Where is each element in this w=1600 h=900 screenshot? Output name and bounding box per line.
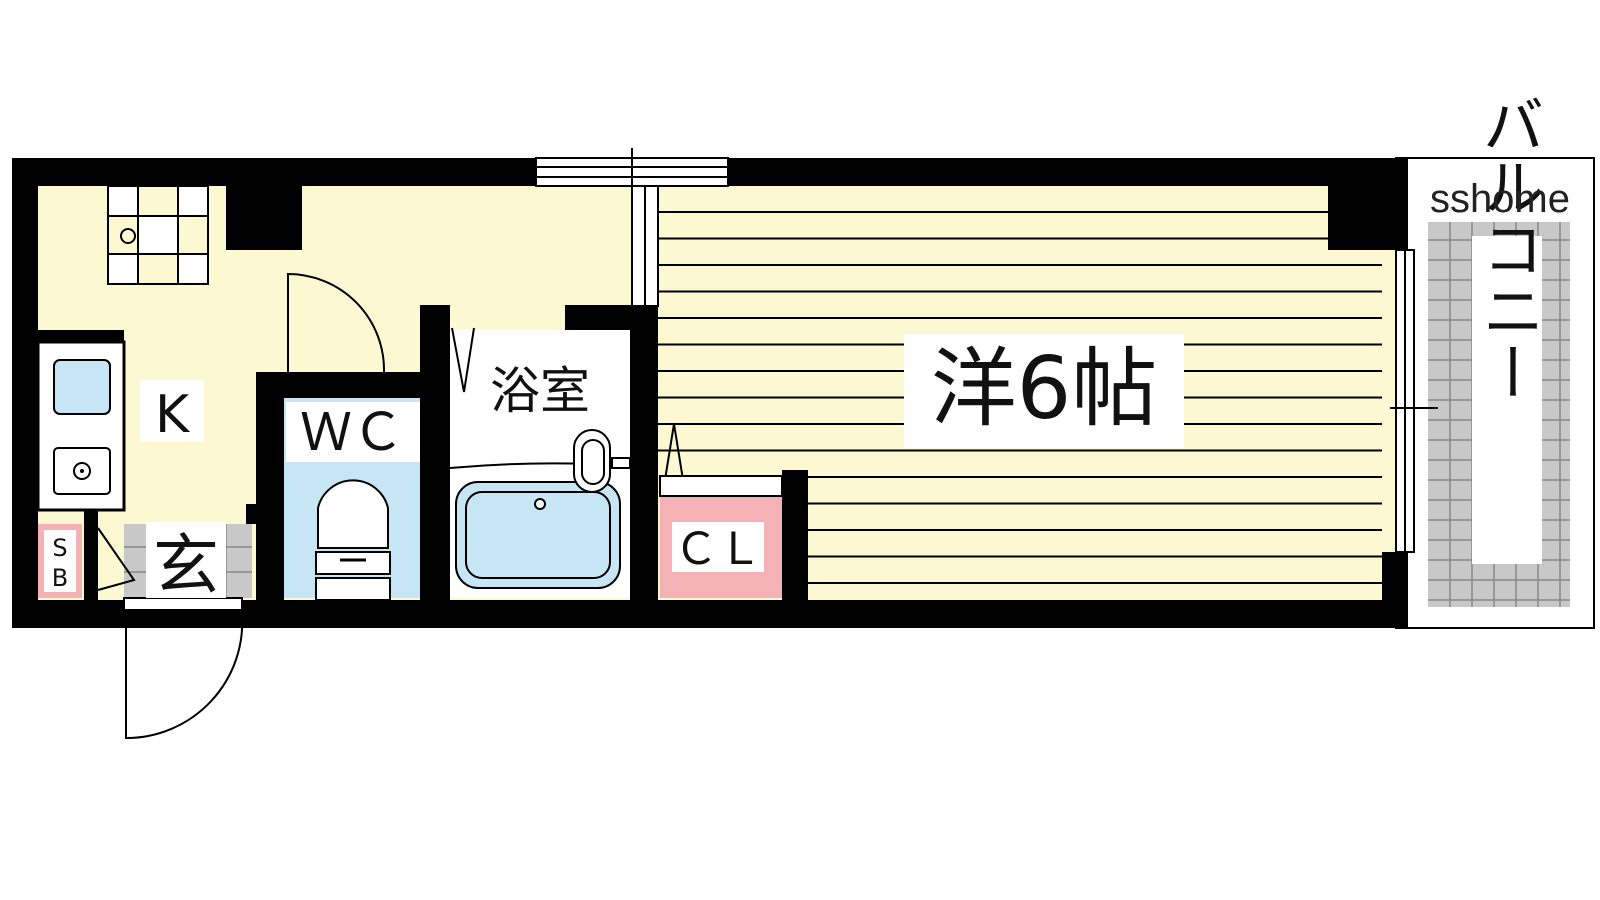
bathroom-door — [451, 327, 475, 393]
kitchen-label: K — [155, 385, 191, 445]
shoe-box-label-bg — [44, 530, 76, 592]
sliding-partition — [631, 185, 659, 307]
closet-label-bg — [672, 522, 764, 572]
toilet-icon — [315, 479, 391, 601]
appliance-icon — [107, 185, 209, 285]
balcony-area — [1395, 157, 1595, 629]
bathroom-label: 浴室 — [490, 362, 590, 420]
closet-label: ＣＬ — [674, 524, 762, 575]
bathtub-icon — [449, 429, 631, 589]
toilet-label: ＷＣ — [300, 403, 404, 463]
walls — [12, 158, 1408, 628]
shoe-box-door — [97, 527, 136, 591]
shoe-box-label-b: B — [52, 564, 68, 592]
toilet-door — [287, 272, 386, 373]
balcony-label: バルコニー — [1472, 93, 1545, 403]
sink-icon — [53, 359, 111, 415]
closet-door — [659, 423, 783, 497]
western-room-label: 洋6帖 — [931, 339, 1158, 439]
entrance-door — [123, 597, 244, 740]
kitchen-label-bg — [140, 380, 204, 442]
western-label-bg — [904, 334, 1184, 448]
balcony-window — [1390, 249, 1438, 553]
entrance-label-bg — [146, 522, 226, 598]
entrance-label: 玄 — [153, 527, 219, 604]
shoe-box-label-s: S — [52, 534, 67, 562]
toilet-label-bg — [286, 402, 420, 462]
watermark-text: sshome — [1430, 177, 1570, 221]
kitchen-counter — [36, 340, 126, 512]
